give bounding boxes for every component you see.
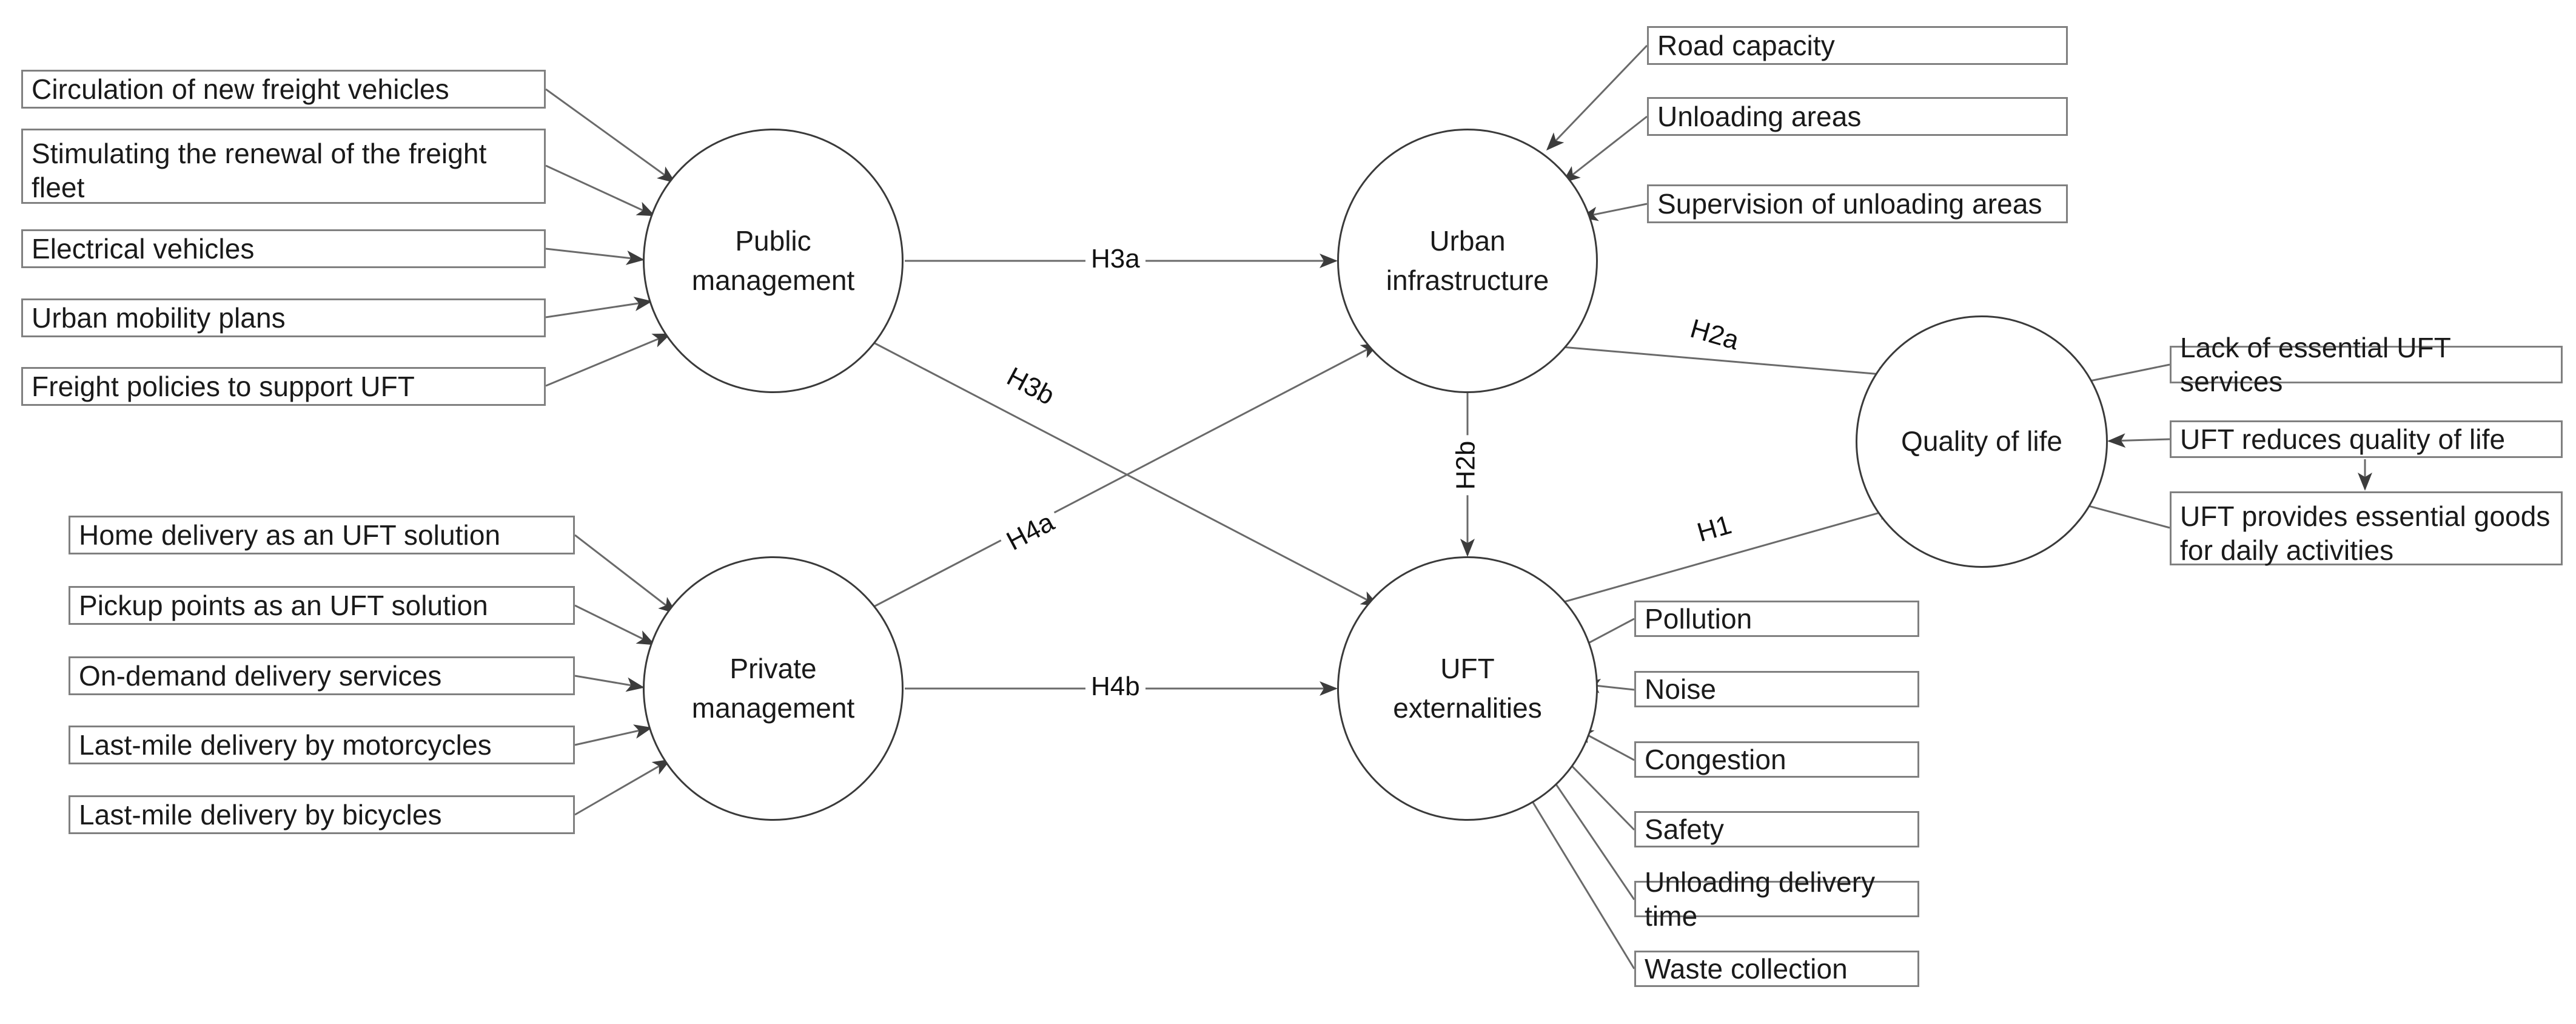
- construct-quality-of-life[interactable]: Quality of life: [1856, 315, 2108, 568]
- construct-label-line2: management: [691, 692, 855, 724]
- indicator-label: Congestion: [1645, 743, 1786, 775]
- construct-label-line1: UFT: [1440, 652, 1495, 684]
- indicator-label: Freight policies to support UFT: [32, 370, 415, 402]
- construct-uft-externalities[interactable]: UFT externalities: [1337, 556, 1598, 821]
- indicator-box-quality-3[interactable]: UFT provides essential goods for daily a…: [2170, 491, 2563, 567]
- indicator-label: Unloading delivery time: [1645, 866, 1876, 932]
- indicator-box-externalities-1[interactable]: Pollution: [1634, 601, 1919, 637]
- construct-label-line1: Private: [730, 652, 817, 684]
- indicator-label: Electrical vehicles: [32, 232, 255, 264]
- construct-label: Quality of life: [1901, 425, 2062, 457]
- indicator-box-public-2[interactable]: Stimulating the renewal of the freight f…: [21, 129, 546, 204]
- indicator-label: Home delivery as an UFT solution: [79, 519, 501, 551]
- indicator-label: Pollution: [1645, 602, 1753, 635]
- indicator-label: Road capacity: [1657, 29, 1835, 61]
- path-label-h2b: H2b: [1449, 435, 1483, 496]
- indicator-box-infrastructure-2[interactable]: Unloading areas: [1647, 97, 2068, 136]
- indicator-box-private-2[interactable]: Pickup points as an UFT solution: [69, 586, 575, 625]
- indicator-box-public-3[interactable]: Electrical vehicles: [21, 229, 546, 268]
- indicator-box-private-4[interactable]: Last-mile delivery by motorcycles: [69, 726, 575, 764]
- indicator-label: Last-mile delivery by bicycles: [79, 798, 442, 830]
- indicator-label: Stimulating the renewal of the freight f…: [32, 138, 487, 204]
- indicator-label: Circulation of new freight vehicles: [32, 73, 449, 105]
- indicator-box-private-5[interactable]: Last-mile delivery by bicycles: [69, 795, 575, 834]
- indicator-label: Urban mobility plans: [32, 301, 286, 334]
- construct-label: Public management: [692, 221, 855, 301]
- indicator-box-infrastructure-1[interactable]: Road capacity: [1647, 26, 2068, 65]
- indicator-box-infrastructure-3[interactable]: Supervision of unloading areas: [1647, 184, 2068, 223]
- indicator-label: Unloading areas: [1657, 100, 1862, 132]
- indicator-box-public-5[interactable]: Freight policies to support UFT: [21, 367, 546, 406]
- path-label-h3a: H3a: [1085, 243, 1145, 275]
- indicator-box-externalities-6[interactable]: Waste collection: [1634, 951, 1919, 987]
- construct-public-management[interactable]: Public management: [643, 129, 904, 393]
- construct-label: Urban infrastructure: [1386, 221, 1549, 301]
- indicator-box-externalities-2[interactable]: Noise: [1634, 671, 1919, 707]
- construct-label-line1: Public: [735, 224, 811, 257]
- indicator-box-externalities-3[interactable]: Congestion: [1634, 741, 1919, 778]
- indicator-label: Safety: [1645, 813, 1725, 845]
- construct-label-line2: externalities: [1393, 692, 1542, 724]
- construct-label: UFT externalities: [1393, 649, 1541, 729]
- construct-label: Private management: [692, 649, 855, 729]
- construct-label-line2: management: [691, 264, 855, 296]
- construct-private-management[interactable]: Private management: [643, 556, 904, 821]
- indicator-label: Pickup points as an UFT solution: [79, 589, 488, 621]
- construct-label-line2: infrastructure: [1386, 264, 1549, 296]
- construct-urban-infrastructure[interactable]: Urban infrastructure: [1337, 129, 1598, 393]
- indicator-label: Lack of essential UFT services: [2180, 331, 2451, 397]
- indicator-box-externalities-5[interactable]: Unloading delivery time: [1634, 866, 1919, 932]
- indicator-box-private-1[interactable]: Home delivery as an UFT solution: [69, 516, 575, 554]
- indicator-label: Last-mile delivery by motorcycles: [79, 729, 492, 761]
- indicator-label: UFT reduces quality of life: [2180, 423, 2506, 455]
- indicator-box-externalities-4[interactable]: Safety: [1634, 811, 1919, 847]
- indicator-box-quality-2[interactable]: UFT reduces quality of life: [2170, 420, 2563, 458]
- indicator-box-quality-1[interactable]: Lack of essential UFT services: [2170, 332, 2563, 397]
- indicator-box-private-3[interactable]: On-demand delivery services: [69, 656, 575, 695]
- indicator-label: On-demand delivery services: [79, 659, 442, 692]
- indicator-label: Waste collection: [1645, 952, 1848, 985]
- indicator-label: Noise: [1645, 673, 1717, 705]
- indicator-box-public-1[interactable]: Circulation of new freight vehicles: [21, 70, 546, 109]
- construct-label-line1: Urban: [1429, 224, 1506, 257]
- indicator-label: UFT provides essential goods for daily a…: [2180, 500, 2551, 567]
- indicator-box-public-4[interactable]: Urban mobility plans: [21, 298, 546, 337]
- path-label-h4b: H4b: [1085, 670, 1145, 703]
- indicator-label: Supervision of unloading areas: [1657, 187, 2042, 220]
